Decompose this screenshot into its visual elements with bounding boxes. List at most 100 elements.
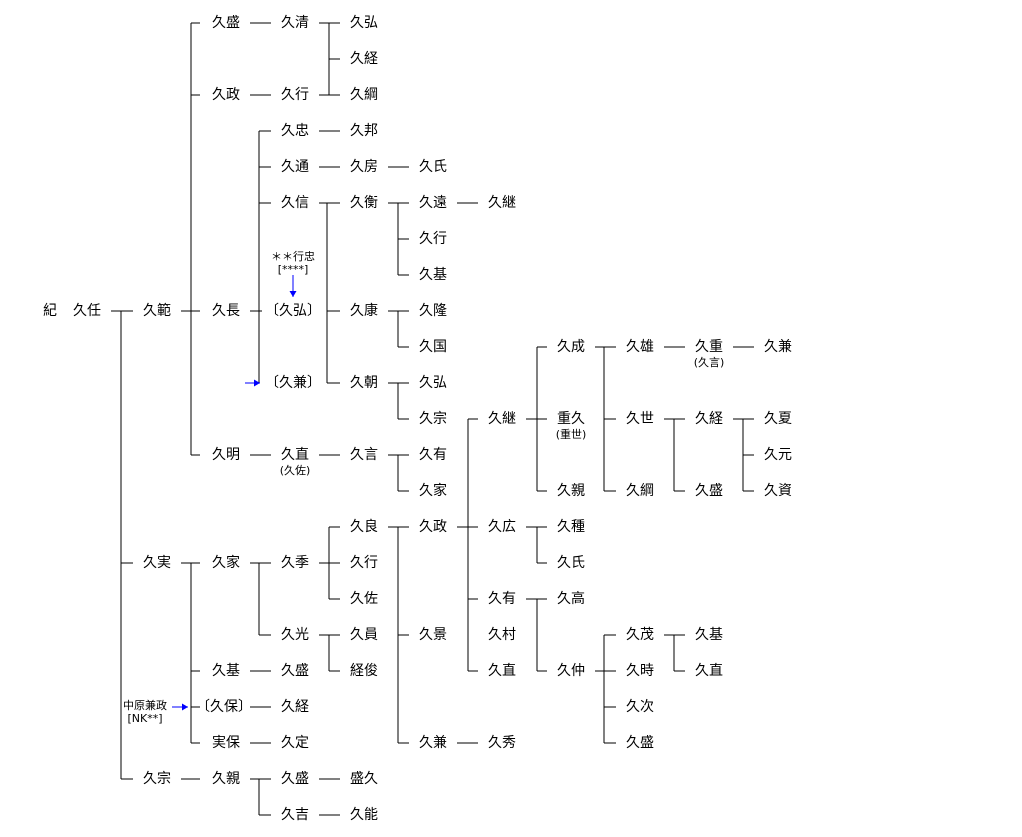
person-name: 久直 — [281, 447, 309, 463]
adoption-arrow — [172, 703, 188, 711]
person-name: 久行 — [281, 87, 309, 103]
person-name: 久国 — [419, 339, 447, 355]
person-name: 久資 — [764, 483, 792, 499]
person-name: 久光 — [281, 627, 309, 643]
person-name: 久親 — [557, 483, 585, 499]
person-name: 久種 — [557, 519, 585, 535]
person-name: 久景 — [419, 627, 447, 643]
person-name: 久基 — [212, 663, 240, 679]
person-name: 紀 — [43, 303, 57, 319]
person-name: 久遠 — [419, 195, 447, 211]
person-name: 久村 — [488, 627, 516, 643]
note-line: 中原兼政 — [123, 699, 167, 712]
person-name: 久直 — [695, 663, 723, 679]
person-name: 久朝 — [350, 375, 378, 391]
person-name: 久綱 — [350, 87, 378, 103]
person-name: 久吉 — [281, 807, 309, 823]
person-name: 久盛 — [281, 663, 309, 679]
person-name: 久弘 — [419, 375, 447, 391]
person-name: 久明 — [212, 447, 240, 463]
adoption-source-note: ＊＊行忠[****] — [271, 250, 315, 276]
person-name: 久元 — [764, 447, 792, 463]
person-name: 久夏 — [764, 411, 792, 427]
person-name: 久兼 — [419, 735, 447, 751]
person-name: 久茂 — [626, 627, 654, 643]
person-name: 久氏 — [419, 159, 447, 175]
person-name: 久世 — [626, 411, 654, 427]
person-alias: (重世) — [555, 428, 587, 441]
person-name: 久忠 — [281, 123, 309, 139]
person-name: 久政 — [419, 519, 447, 535]
person-name: 盛久 — [350, 771, 378, 787]
person-name: 〔久兼〕 — [265, 375, 321, 391]
person-name: 久仲 — [557, 663, 585, 679]
person-name: 久政 — [212, 87, 240, 103]
person-name: 久範 — [143, 303, 171, 319]
person-name: 久佐 — [350, 591, 378, 607]
person-name: 久隆 — [419, 303, 447, 319]
person-name: 久氏 — [557, 555, 585, 571]
person-name: 久任 — [73, 303, 101, 319]
note-line: ＊＊行忠 — [271, 250, 315, 263]
person-name: 久宗 — [143, 771, 171, 787]
person-name: 久時 — [626, 663, 654, 679]
person-name: 久員 — [350, 627, 378, 643]
person-name: 久行 — [419, 231, 447, 247]
person-name: 久有 — [488, 591, 516, 607]
person-name: 久盛 — [626, 735, 654, 751]
person-name: 久信 — [281, 195, 309, 211]
person-name: 久邦 — [350, 123, 378, 139]
person-name: 経俊 — [350, 663, 378, 679]
person-name: 久基 — [695, 627, 723, 643]
note-line: [****] — [277, 263, 309, 276]
person-name: 久定 — [281, 735, 309, 751]
adoption-arrow — [289, 275, 297, 297]
person-name: 久継 — [488, 411, 516, 427]
person-name: 久盛 — [695, 483, 723, 499]
person-name: 久継 — [488, 195, 516, 211]
person-name: 久有 — [419, 447, 447, 463]
person-name: 久家 — [212, 555, 240, 571]
person-name: 久康 — [350, 303, 378, 319]
person-name: 久広 — [488, 519, 516, 535]
person-name: 久長 — [212, 303, 240, 319]
person-name: 久衡 — [350, 195, 378, 211]
person-name: 久良 — [350, 519, 378, 535]
person-name: 実保 — [212, 735, 240, 751]
person-name: 久家 — [419, 483, 447, 499]
note-line: [NK**] — [127, 712, 163, 725]
person-name: 久宗 — [419, 411, 447, 427]
person-name: 久秀 — [488, 735, 516, 751]
person-name: 久綱 — [626, 483, 654, 499]
person-name: 久盛 — [212, 15, 240, 31]
person-name: 久房 — [350, 159, 378, 175]
person-alias: (久言) — [693, 356, 725, 369]
person-name: 久清 — [281, 15, 309, 31]
person-name: 久行 — [350, 555, 378, 571]
adoption-source-note: 中原兼政[NK**] — [123, 699, 167, 725]
adoption-arrow — [245, 379, 260, 387]
person-name: 久弘 — [350, 15, 378, 31]
person-name: 久直 — [488, 663, 516, 679]
person-alias: (久佐) — [279, 464, 311, 477]
person-name: 久通 — [281, 159, 309, 175]
person-name: 重久 — [557, 411, 585, 427]
person-name: 〔久弘〕 — [265, 303, 321, 319]
person-name: 久雄 — [626, 339, 654, 355]
person-name: 久親 — [212, 771, 240, 787]
person-name: 久実 — [143, 555, 171, 571]
person-name: 久高 — [557, 591, 585, 607]
person-name: 久盛 — [281, 771, 309, 787]
person-name: 久兼 — [764, 339, 792, 355]
person-name: 久成 — [557, 339, 585, 355]
person-name: 久次 — [626, 699, 654, 715]
person-name: 久基 — [419, 267, 447, 283]
person-name: 久経 — [281, 699, 309, 715]
person-name: 〔久保〕 — [196, 699, 252, 715]
person-name: 久言 — [350, 447, 378, 463]
person-name: 久経 — [350, 51, 378, 67]
person-name: 久季 — [281, 555, 309, 571]
person-name: 久重 — [695, 339, 723, 355]
